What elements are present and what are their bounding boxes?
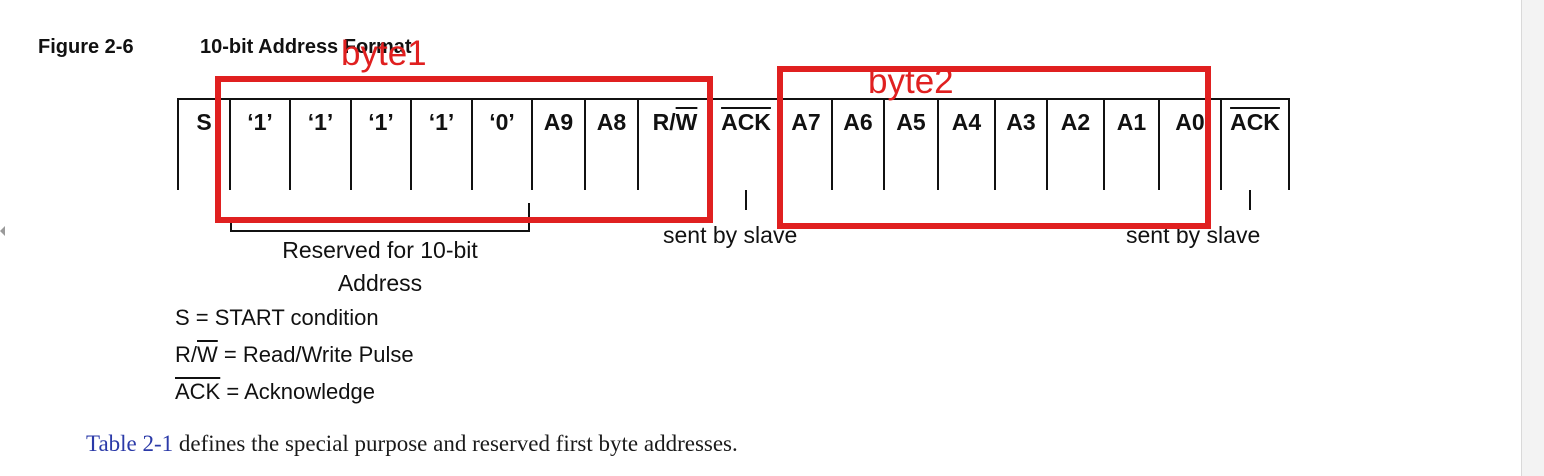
bit-cell: A4	[937, 100, 994, 190]
bit-cell-label: A3	[1006, 109, 1035, 136]
body-paragraph: Table 2-1 defines the special purpose an…	[86, 431, 738, 457]
bit-cell-label: ‘1’	[429, 109, 455, 136]
bit-cell-text: ‘1’	[307, 108, 334, 135]
bit-cell-text: A3	[1006, 108, 1036, 135]
figure-name: 10-bit Address Format	[200, 36, 412, 58]
bit-cell: A6	[831, 100, 883, 190]
bit-cell-label: R/W	[653, 109, 698, 136]
legend-read-write: R/W = Read/Write Pulse	[175, 342, 414, 368]
bit-cell-text: ‘1’	[368, 108, 394, 135]
bit-cell-label: ‘1’	[247, 109, 273, 136]
legend-rw-prefix: R/	[175, 342, 197, 367]
byte1-highlight-box	[215, 76, 713, 223]
bit-cell-text: A8	[596, 108, 627, 135]
table-2-1-link[interactable]: Table 2-1	[86, 431, 174, 456]
reserved-bracket-horizontal	[230, 230, 530, 232]
bit-cell-label: ACK	[721, 109, 771, 136]
bit-cell-label: A0	[1175, 109, 1204, 136]
body-paragraph-rest: defines the special purpose and reserved…	[173, 431, 738, 456]
byte2-label: byte2	[868, 62, 954, 101]
bit-cell-label: A4	[952, 109, 981, 136]
scrollbar-track[interactable]	[1521, 0, 1544, 476]
reserved-label: Reserved for 10-bit Address	[230, 234, 530, 300]
byte2-highlight-box	[777, 66, 1211, 229]
figure-title: Figure 2-6 10-bit Address Format	[38, 36, 412, 59]
bit-cell-label: A6	[843, 109, 872, 136]
bit-cell-text: A9	[543, 108, 574, 135]
bit-cell-label: A2	[1061, 109, 1090, 136]
bit-cell-label: A9	[544, 109, 573, 136]
bit-cell: ACK	[1220, 100, 1290, 190]
bit-cell: ‘1’	[289, 100, 350, 190]
legend-ack-overline: ACK	[175, 379, 221, 404]
bit-cell-text: ‘1’	[428, 108, 455, 135]
bit-cell: A1	[1103, 100, 1158, 190]
bit-cell: A2	[1046, 100, 1103, 190]
legend-acknowledge: ACK = Acknowledge	[175, 379, 375, 405]
reserved-label-line1: Reserved for 10-bit	[282, 237, 478, 263]
legend-rw-overline: W	[197, 342, 218, 367]
bit-cell-text: A0	[1175, 108, 1205, 135]
bit-cell: ‘1’	[410, 100, 471, 190]
bit-cell-text: S	[196, 108, 212, 135]
reserved-label-line2: Address	[337, 270, 423, 296]
bit-cell: ACK	[711, 100, 779, 190]
bit-cell-label: A1	[1117, 109, 1146, 136]
reserved-bracket-left-tick	[230, 218, 232, 232]
legend-start: S = START condition	[175, 305, 379, 330]
bit-cell-overline-text: W	[675, 108, 698, 135]
scroll-left-arrow-icon[interactable]	[0, 226, 5, 236]
bit-cell-label: A7	[791, 109, 820, 136]
legend-ack-suffix: = Acknowledge	[220, 379, 375, 404]
bit-cell-label: ‘1’	[308, 109, 334, 136]
sent-by-slave-label-1: sent by slave	[663, 222, 798, 248]
bit-cell: ‘1’	[350, 100, 410, 190]
bit-cell-label: ACK	[1230, 109, 1280, 136]
bit-cell-label: A8	[597, 109, 626, 136]
bit-cell: ‘1’	[229, 100, 289, 190]
bit-cell: A5	[883, 100, 937, 190]
bit-cell-text: A2	[1060, 108, 1091, 135]
bit-cell-text: A1	[1116, 108, 1147, 135]
bit-cell-label: A5	[896, 109, 925, 136]
bit-cell: A3	[994, 100, 1046, 190]
bit-cell-text: A6	[843, 108, 873, 135]
bit-cell-label: ‘0’	[489, 109, 515, 136]
figure-number: Figure 2-6	[38, 36, 134, 58]
bit-cell-text: A7	[791, 108, 821, 135]
bit-cell: A9	[531, 100, 584, 190]
bit-cell-overline-text: ACK	[1230, 108, 1280, 135]
bit-cell-text: R/	[652, 108, 676, 135]
bit-cell-text: A4	[951, 108, 982, 135]
bit-cell: ‘0’	[471, 100, 531, 190]
bit-cell-text: ‘0’	[489, 108, 515, 135]
bit-field-table: S ‘1’ ‘1’ ‘1’ ‘1’ ‘0’ A9 A8 R/W ACK A7 A6 A5 A4 A3 A2 A1…	[177, 98, 1290, 190]
bit-cell-label: S	[196, 109, 211, 136]
bit-cell: A8	[584, 100, 637, 190]
legend-rw-suffix: = Read/Write Pulse	[217, 342, 414, 367]
bit-cell: A0	[1158, 100, 1220, 190]
byte1-label: byte1	[341, 34, 427, 73]
bit-cell: S	[177, 100, 229, 190]
ack1-tick	[745, 190, 747, 210]
bit-cell-text: A5	[896, 108, 926, 135]
ack2-tick	[1249, 190, 1251, 210]
bit-cell-overline-text: ACK	[721, 108, 771, 135]
bit-cell-label: ‘1’	[368, 109, 394, 136]
bit-cell: R/W	[637, 100, 711, 190]
bit-cell-text: ‘1’	[247, 108, 273, 135]
